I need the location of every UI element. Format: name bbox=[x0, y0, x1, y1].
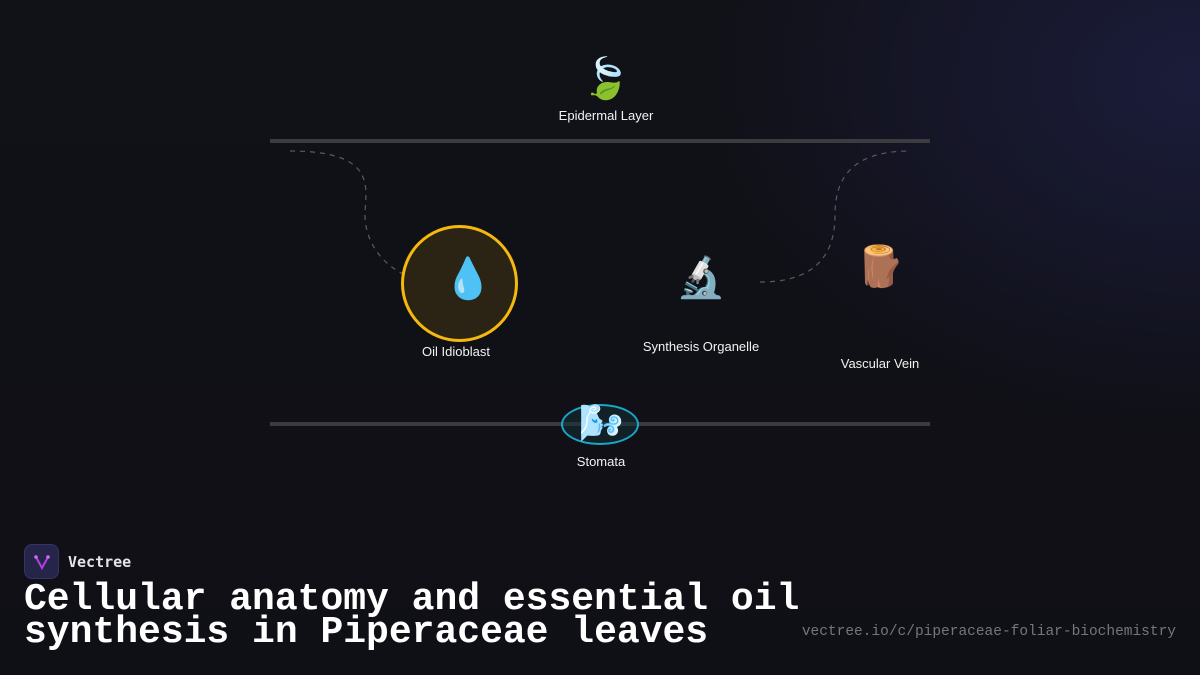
node-synthesis-organelle[interactable]: 🔬 Synthesis Organelle bbox=[643, 255, 759, 354]
stomata-highlight bbox=[561, 404, 639, 445]
node-epidermal-layer[interactable]: 🍃 Epidermal Layer bbox=[559, 56, 654, 123]
leaf-fluttering-icon: 🍃 bbox=[581, 57, 631, 101]
node-label: Vascular Vein bbox=[840, 356, 920, 371]
node-label: Epidermal Layer bbox=[558, 108, 654, 123]
brand: Vectree bbox=[24, 544, 131, 579]
node-stomata[interactable]: 🌬️ Stomata bbox=[577, 400, 625, 469]
node-vascular-vein[interactable]: 🪵 Vascular Vein bbox=[841, 244, 920, 371]
source-url[interactable]: vectree.io/c/piperaceae-foliar-biochemis… bbox=[801, 624, 1176, 640]
node-label: Synthesis Organelle bbox=[642, 339, 760, 354]
node-oil-idioblast[interactable]: 💧 Oil Idioblast bbox=[419, 256, 493, 359]
connector-synthesis-to-epidermal bbox=[759, 150, 911, 283]
vectree-logo-icon bbox=[24, 544, 59, 579]
title-line-2: synthesis in Piperaceae leaves bbox=[24, 611, 709, 654]
brand-name: Vectree bbox=[68, 552, 132, 571]
wind-face-icon: 🌬️ bbox=[578, 402, 624, 443]
page-title: Cellular anatomy and essential oil synth… bbox=[24, 581, 799, 652]
title-line-1: Cellular anatomy and essential oil bbox=[24, 578, 800, 621]
oil-idioblast-highlight bbox=[401, 225, 518, 342]
node-label: Stomata bbox=[576, 454, 626, 469]
droplet-icon: 💧 bbox=[443, 257, 493, 301]
wood-log-icon: 🪵 bbox=[855, 245, 905, 289]
node-label: Oil Idioblast bbox=[422, 344, 490, 359]
microscope-icon: 🔬 bbox=[676, 256, 726, 300]
